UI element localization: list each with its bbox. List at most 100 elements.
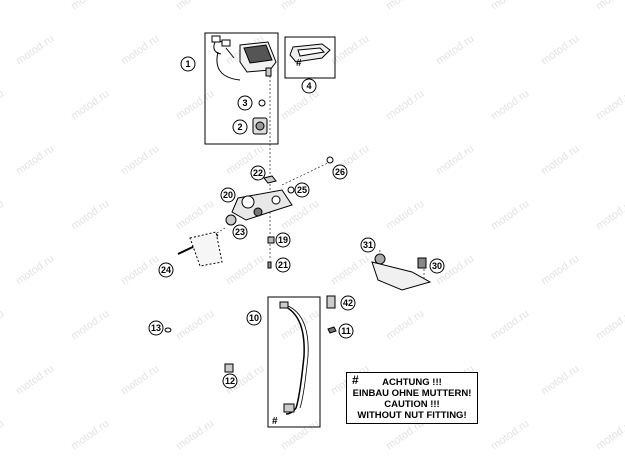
- callout-3: 3: [237, 95, 253, 111]
- callout-24: 24: [158, 262, 174, 278]
- callout-label: 4: [306, 81, 311, 91]
- drive-unit-part: [252, 117, 268, 135]
- callout-30: 30: [429, 258, 445, 274]
- callout-10: 10: [246, 310, 262, 326]
- watermark-text: motod.ru: [14, 143, 56, 178]
- watermark-text: motod.ru: [69, 88, 111, 123]
- callout-label: 42: [343, 298, 353, 308]
- watermark-text: motod.ru: [539, 363, 581, 398]
- callout-label: 1: [185, 59, 190, 69]
- watermark-text: motod.ru: [489, 418, 531, 453]
- watermark-text: motod.ru: [174, 0, 216, 12]
- watermark-text: motod.ru: [279, 418, 321, 453]
- watermark-text: motod.ru: [594, 88, 625, 123]
- callout-label: 23: [235, 227, 245, 237]
- callout-12: 12: [222, 373, 238, 389]
- callout-circle: [332, 164, 348, 180]
- speedometer-group-frame: [204, 32, 279, 145]
- watermark-text: motod.ru: [539, 33, 581, 68]
- watermark-text: motod.ru: [384, 198, 426, 233]
- callout-circle: [232, 119, 248, 135]
- callout-label: 21: [278, 260, 288, 270]
- callout-circle: [429, 258, 445, 274]
- callout-label: 25: [297, 185, 307, 195]
- watermark-text: motod.ru: [279, 88, 321, 123]
- watermark-text: motod.ru: [0, 418, 6, 453]
- callout-label: 30: [432, 261, 442, 271]
- callout-19: 19: [275, 232, 291, 248]
- callout-label: 13: [151, 323, 161, 333]
- speedometer-unit: [211, 35, 277, 81]
- callout-2: 2: [232, 119, 248, 135]
- watermark-text: motod.ru: [174, 198, 216, 233]
- note-line-3: CAUTION !!!: [384, 399, 440, 410]
- callout-circle: [338, 323, 354, 339]
- callout-circle: [158, 262, 174, 278]
- watermark-text: motod.ru: [384, 308, 426, 343]
- note-line-2: EINBAU OHNE MUTTERN!: [352, 388, 472, 399]
- mounting-bracket: [231, 189, 293, 221]
- watermark-text: motod.ru: [0, 308, 6, 343]
- caution-note: # ACHTUNG !!! EINBAU OHNE MUTTERN! CAUTI…: [346, 372, 478, 424]
- small-parts: [164, 156, 432, 373]
- watermark-text: motod.ru: [489, 88, 531, 123]
- watermark-text: motod.ru: [489, 308, 531, 343]
- note-hash: #: [352, 373, 359, 387]
- hash-mark: #: [272, 416, 278, 427]
- callout-11: 11: [338, 323, 354, 339]
- callout-26: 26: [332, 164, 348, 180]
- watermark-text: motod.ru: [279, 0, 321, 12]
- watermark-text: motod.ru: [594, 418, 625, 453]
- watermark-text: motod.ru: [434, 33, 476, 68]
- callout-13: 13: [148, 320, 164, 336]
- watermark-text: motod.ru: [14, 253, 56, 288]
- callout-22: 22: [250, 165, 266, 181]
- watermark-text: motod.ru: [384, 0, 426, 12]
- callout-20: 20: [220, 187, 236, 203]
- watermark-text: motod.ru: [594, 0, 625, 12]
- callout-circle: [222, 373, 238, 389]
- callout-42: 42: [340, 295, 356, 311]
- washer-part: [258, 99, 266, 107]
- callout-4: 4: [301, 78, 317, 94]
- watermark-text: motod.ru: [119, 33, 161, 68]
- callout-label: 10: [249, 313, 259, 323]
- callout-circle: [232, 224, 248, 240]
- callout-circle: [246, 310, 262, 326]
- watermark-text: motod.ru: [69, 0, 111, 12]
- callout-label: 20: [223, 190, 233, 200]
- callout-31: 31: [360, 237, 376, 253]
- callout-circle: [275, 257, 291, 273]
- callout-label: 12: [225, 376, 235, 386]
- cable-group-frame: [267, 296, 321, 428]
- speedometer-cable: [279, 301, 309, 415]
- callout-label: 2: [237, 122, 242, 132]
- watermark-text: motod.ru: [69, 198, 111, 233]
- watermark-text: motod.ru: [174, 308, 216, 343]
- callout-circle: [148, 320, 164, 336]
- watermark-text: motod.ru: [14, 363, 56, 398]
- watermark-text: motod.ru: [69, 418, 111, 453]
- watermark-text: motod.ru: [0, 0, 6, 12]
- callout-circle: [360, 237, 376, 253]
- callout-25: 25: [294, 182, 310, 198]
- callout-circle: [275, 232, 291, 248]
- cover-group-frame: [284, 36, 336, 79]
- watermark-text: motod.ru: [539, 143, 581, 178]
- callout-circle: [301, 78, 317, 94]
- callout-label: 11: [341, 326, 351, 336]
- callout-circle: [220, 187, 236, 203]
- watermark-text: motod.ru: [119, 143, 161, 178]
- callout-label: 31: [363, 240, 373, 250]
- watermark-text: motod.ru: [489, 0, 531, 12]
- watermark-text: motod.ru: [224, 253, 266, 288]
- watermark-text: motod.ru: [384, 88, 426, 123]
- watermark-text: motod.ru: [594, 308, 625, 343]
- callout-circle: [294, 182, 310, 198]
- callout-1: 1: [180, 56, 196, 72]
- callout-21: 21: [275, 257, 291, 273]
- callout-label: 26: [335, 167, 345, 177]
